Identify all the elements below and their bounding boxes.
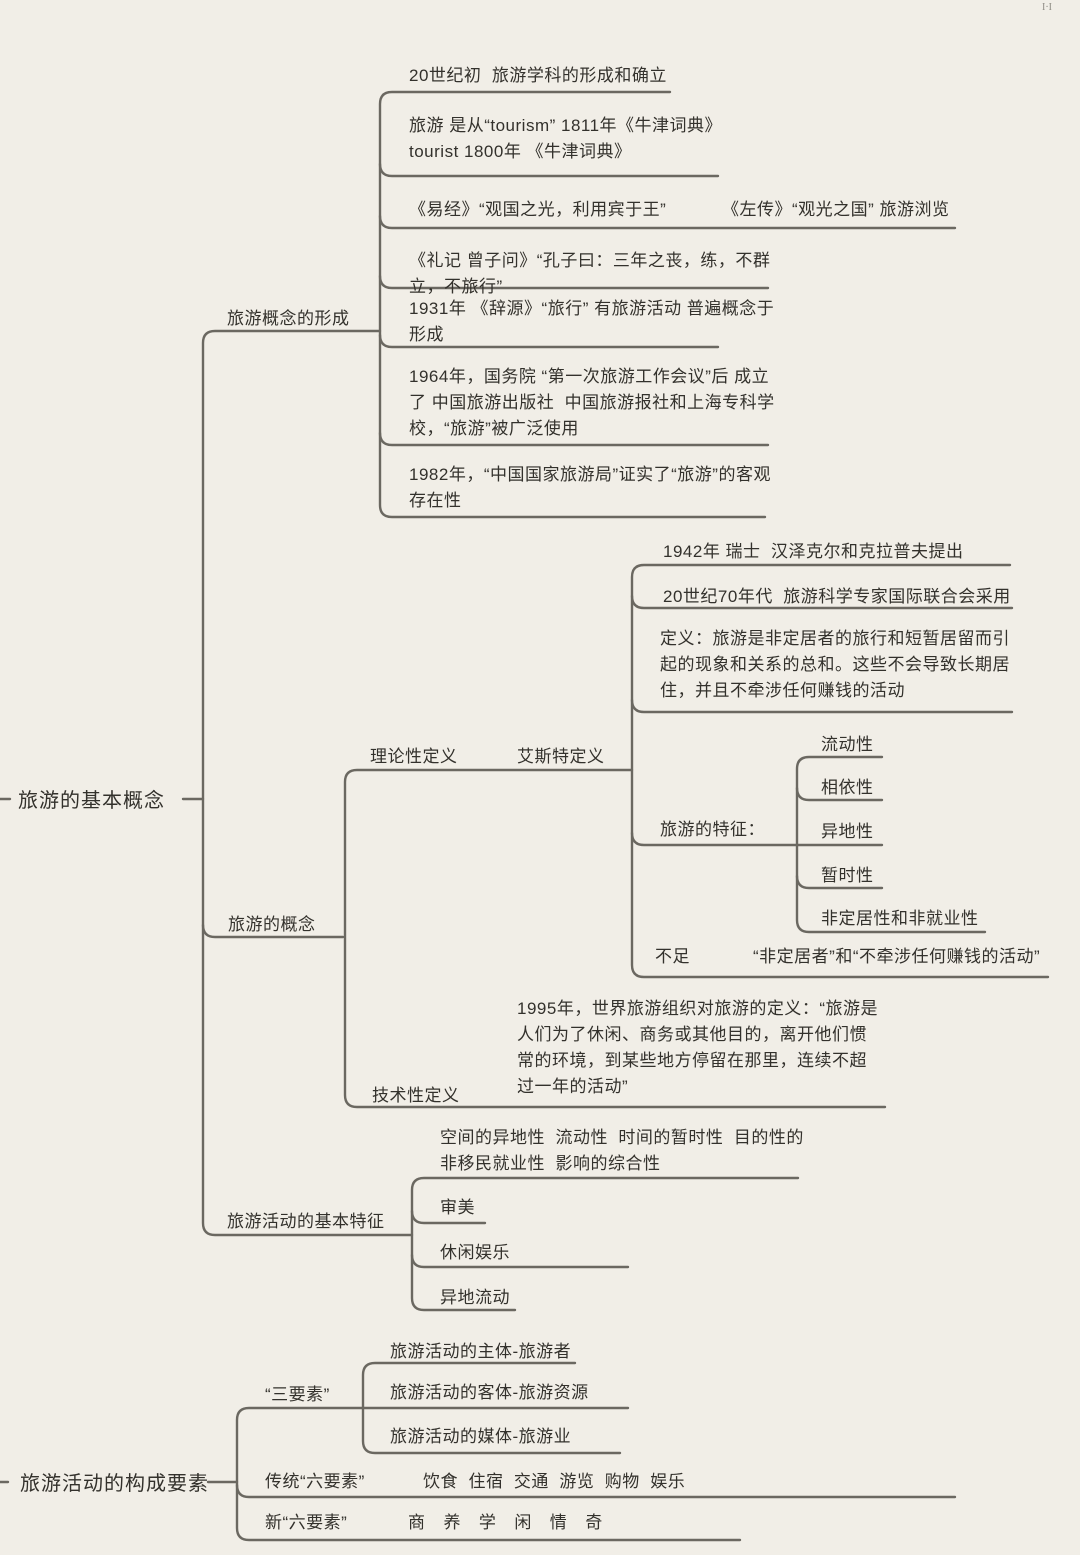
topic-traditional-six-detail[interactable]: 饮食 住宿 交通 游览 购物 娱乐 xyxy=(423,1472,686,1491)
topic-feature-3[interactable]: 异地性 xyxy=(821,822,874,841)
topic-new-six[interactable]: 新“六要素” xyxy=(265,1513,348,1532)
topic-weakness-detail[interactable]: “非定居者”和“不牵涉任何赚钱的活动” xyxy=(753,947,1041,966)
topic-technical-definition[interactable]: 技术性定义 xyxy=(372,1086,460,1105)
topic-formation-item-4[interactable]: 《礼记 曾子问》“孔子曰：三年之丧，练，不群 立，不旅行” xyxy=(409,251,771,296)
corner-watermark: I·I xyxy=(1042,2,1052,13)
topic-root-components[interactable]: 旅游活动的构成要素 xyxy=(20,1473,209,1495)
topic-formation-item-7[interactable]: 1982年，“中国国家旅游局”证实了“旅游”的客观 存在性 xyxy=(409,465,771,510)
topic-weakness[interactable]: 不足 xyxy=(655,947,690,966)
topic-three-elements-item-2[interactable]: 旅游活动的客体-旅游资源 xyxy=(390,1383,589,1402)
topic-formation-item-3[interactable]: 《易经》“观国之光，利用宾于王” xyxy=(409,200,667,219)
topic-three-elements-item-3[interactable]: 旅游活动的媒体-旅游业 xyxy=(390,1427,572,1446)
topic-new-six-detail[interactable]: 商 养 学 闲 情 奇 xyxy=(408,1513,606,1532)
topic-characteristic-1[interactable]: 审美 xyxy=(440,1198,475,1217)
topic-aiest-item-1[interactable]: 1942年 瑞士 汉泽克尔和克拉普夫提出 xyxy=(663,542,964,561)
topic-characteristics-summary[interactable]: 空间的异地性 流动性 时间的暂时性 目的性的 非移民就业性 影响的综合性 xyxy=(440,1128,804,1173)
topic-formation-item-2[interactable]: 旅游 是从“tourism” 1811年《牛津词典》 tourist 1800年… xyxy=(409,116,723,161)
topic-feature-4[interactable]: 暂时性 xyxy=(821,866,874,885)
topic-three-elements[interactable]: “三要素” xyxy=(265,1385,330,1404)
topic-formation-item-5[interactable]: 1931年 《辞源》“旅行” 有旅游活动 普遍概念于 形成 xyxy=(409,299,775,344)
topic-tourism-features[interactable]: 旅游的特征： xyxy=(660,820,765,839)
topic-characteristic-3[interactable]: 异地流动 xyxy=(440,1288,510,1307)
topic-formation-item-6[interactable]: 1964年，国务院 “第一次旅游工作会议”后 成立 了 中国旅游出版社 中国旅游… xyxy=(409,367,775,438)
topic-traditional-six[interactable]: 传统“六要素” xyxy=(265,1472,365,1491)
topic-characteristic-2[interactable]: 休闲娱乐 xyxy=(440,1243,510,1262)
topic-activity-characteristics[interactable]: 旅游活动的基本特征 xyxy=(227,1212,385,1231)
topic-technical-detail[interactable]: 1995年，世界旅游组织对旅游的定义：“旅游是 人们为了休闲、商务或其他目的，离… xyxy=(517,999,878,1096)
topic-tourism-concept[interactable]: 旅游的概念 xyxy=(228,915,316,934)
topic-aiest-item-3[interactable]: 定义：旅游是非定居者的旅行和短暂居留而引 起的现象和关系的总和。这些不会导致长期… xyxy=(660,629,1010,700)
topic-feature-1[interactable]: 流动性 xyxy=(821,735,874,754)
topic-feature-5[interactable]: 非定居性和非就业性 xyxy=(821,909,979,928)
topic-concept-formation[interactable]: 旅游概念的形成 xyxy=(227,309,350,328)
topic-three-elements-item-1[interactable]: 旅游活动的主体-旅游者 xyxy=(390,1342,572,1361)
topic-formation-item-3-child[interactable]: 《左传》“观光之国” 旅游浏览 xyxy=(722,200,950,219)
topic-aiest-item-2[interactable]: 20世纪70年代 旅游科学专家国际联合会采用 xyxy=(663,587,1011,606)
topic-root-basic-concepts[interactable]: 旅游的基本概念 xyxy=(18,790,165,812)
topic-aiest-definition[interactable]: 艾斯特定义 xyxy=(517,747,605,766)
topic-theoretical-definition[interactable]: 理论性定义 xyxy=(370,747,458,766)
topic-formation-item-1[interactable]: 20世纪初 旅游学科的形成和确立 xyxy=(409,66,667,85)
topic-feature-2[interactable]: 相依性 xyxy=(821,778,874,797)
